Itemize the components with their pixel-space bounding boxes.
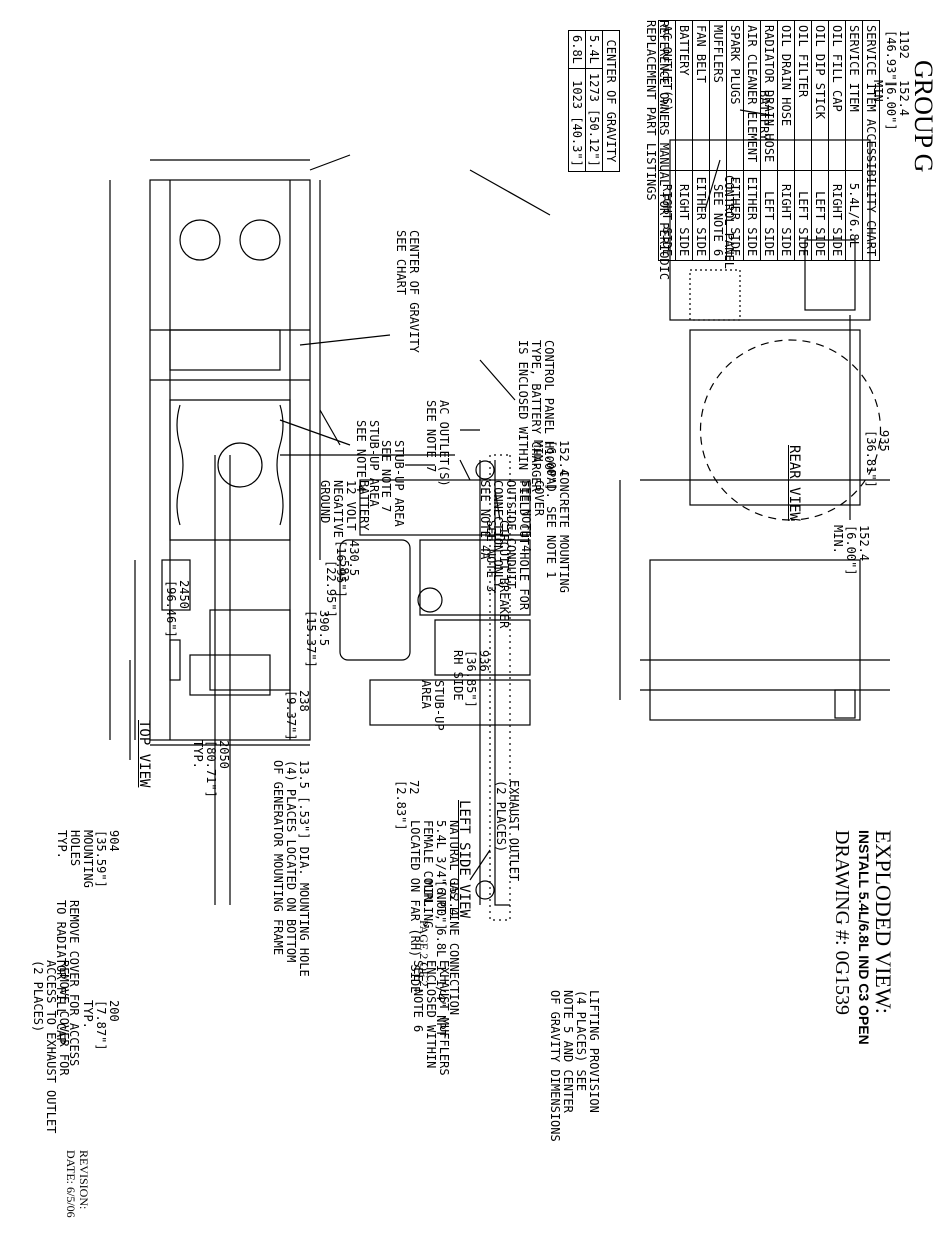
label-exhaust-outlet: EXHAUST OUTLET (2 PLACES): [494, 780, 521, 882]
label-stub-up-area-2: STUB-UP AREA SEE NOTE 4: [354, 420, 381, 507]
cog-title: CENTER OF GRAVITY: [602, 30, 620, 172]
chart-title: SERVICE ITEM ACCESSIBILITY CHART: [862, 20, 880, 261]
rear-view-title: REAR VIEW: [786, 445, 802, 521]
dim-top-200: 200 [7.87"] TYP.: [81, 1000, 121, 1051]
drawing-number: DRAWING #: 0G1539: [831, 830, 853, 1016]
dim-side-152-bottom: 152.4 [6.00"] MIN.: [421, 880, 461, 931]
dim-rear-width: 935 [36.81"]: [864, 430, 891, 488]
dim-top-238: 238 [9.37"]: [284, 690, 311, 741]
chart-col-model: 5.4L/6.8L: [845, 170, 863, 261]
dim-top-904: 904 [35.59"] MOUNTING HOLES TYP.: [55, 830, 121, 888]
label-exhaust-mufflers: EXHAUST MUFFLERS ENCLOSED WITHIN SEE NOT…: [411, 960, 451, 1076]
dim-rear-side-clearance: 152.4 [6.00"] MIN.: [831, 525, 871, 576]
dim-side-936: 936 [36.85"] RH SIDE: [451, 650, 491, 708]
chart-col-item: SERVICE ITEM: [845, 20, 863, 171]
label-ac-outlets: AC OUTLET(S) SEE NOTE 7: [424, 400, 451, 487]
reference-note: REFERENCE OWNERS MANUAL FOR PERIODIC REP…: [644, 20, 671, 281]
label-stub-up-area-top: STUB-UP AREA SEE NOTE 7: [379, 440, 406, 527]
label-mounting-hole: 13.5 [.53"] DIA. MOUNTING HOLE (4) PLACE…: [271, 760, 311, 977]
drawing-subtitle: INSTALL 5.4L/6.8L IND C3 OPEN: [856, 830, 872, 1045]
label-control-panel-rear: CONTROL PANEL: [722, 175, 736, 269]
label-center-of-gravity: CENTER OF GRAVITY SEE CHART: [394, 230, 421, 353]
label-lifting-provision: LIFTING PROVISION (4 PLACES) SEE NOTE 5 …: [548, 990, 601, 1142]
dim-top-390: 390.5 [15.37"]: [304, 610, 331, 668]
drawing-title: EXPLODED VIEW:: [871, 830, 896, 1014]
dim-side-2450: 2450 [96.46"]: [164, 580, 191, 638]
dim-side-2050: 2050 [80.71"] TYP.: [191, 740, 231, 798]
label-remove-cover-exhaust: REMOVE COVER FOR ACCESS TO EXHAUST OUTLE…: [31, 960, 71, 1134]
label-stub-up-area-side: STUB-UP AREA: [419, 680, 446, 731]
group-title: GROUP G: [909, 60, 938, 173]
dim-rear-top-clearance: 152.4 [6.00"] MIN.: [871, 80, 911, 131]
top-view-title: TOP VIEW: [136, 720, 152, 788]
label-field-cut-hole: FIELD CUT HOLE FOR OUTSIDE CONDUIT CONNE…: [478, 480, 531, 611]
label-battery-rear: BATTERY: [757, 90, 771, 141]
dim-side-152-top: 152.4 [6.00"] MIN.: [531, 440, 571, 491]
revision: REVISION: DATE: 6/5/06: [64, 1150, 91, 1218]
